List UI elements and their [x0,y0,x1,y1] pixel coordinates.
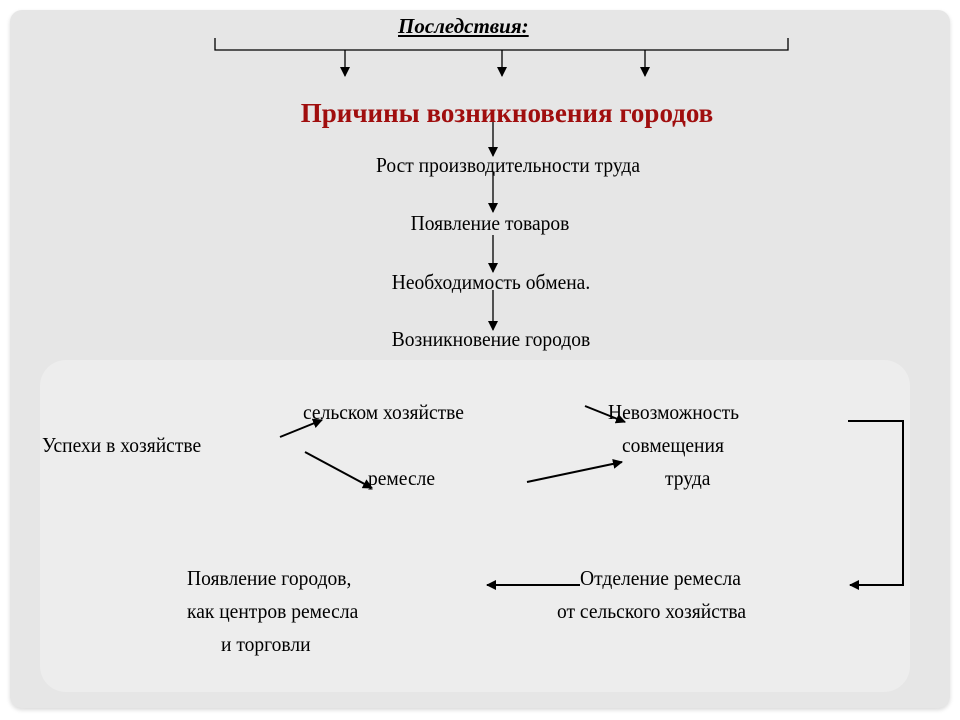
chain-item: Необходимость обмена. [391,270,591,294]
page-title: Причины возникновения городов [300,98,714,128]
impossibility-line: совмещения [622,433,724,457]
cities-line: как центров ремесла [187,599,359,623]
chain-item: Рост производительности труда [375,153,641,177]
success-text: Успехи в хозяйстве [42,433,202,457]
impossibility-line: труда [665,466,711,490]
chain-item: Появление товаров [410,211,570,235]
arrow-craft-to-impossibility [526,458,623,483]
cities-line: и торговли [221,632,311,656]
cities-line: Появление городов, [187,566,352,590]
impossibility-line: Невозможность [608,400,740,424]
arrow-to-separation [848,420,904,590]
lower-panel [40,360,910,692]
craft-text: ремесле [368,466,436,490]
arrow-to-agriculture [279,418,323,438]
separation-line: от сельского хозяйства [557,599,747,623]
agriculture-text: сельском хозяйстве [303,400,464,424]
consequences-bracket [214,38,789,51]
chain-item: Возникновение городов [391,327,591,351]
consequences-label: Последствия: [398,14,529,38]
separation-line: Отделение ремесла [580,566,741,590]
arrow-to-craft [304,451,373,489]
arrow-agri-to-impossibility [584,405,626,424]
